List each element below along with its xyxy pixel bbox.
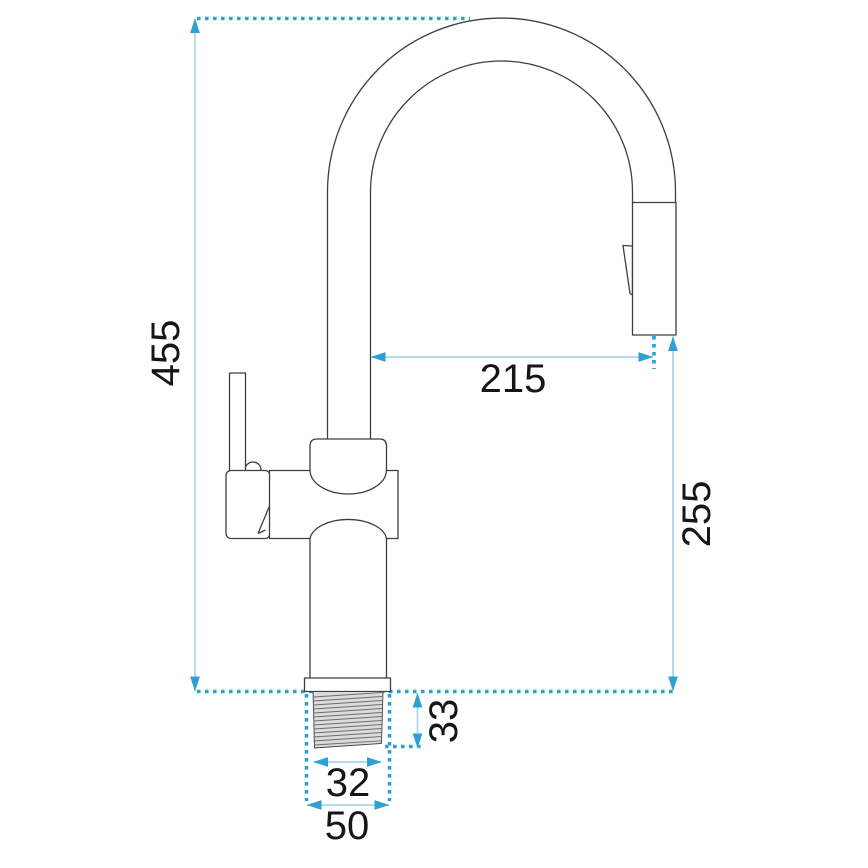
handle-detail-lines bbox=[257, 505, 271, 535]
label-shank-length: 33 bbox=[422, 699, 466, 744]
spray-head bbox=[631, 201, 677, 336]
dotted-reference-lines bbox=[197, 16, 675, 801]
label-base-width: 50 bbox=[325, 804, 370, 848]
label-spout-reach: 215 bbox=[480, 357, 547, 401]
spout-base-dome bbox=[309, 438, 388, 495]
faucet-outline bbox=[225, 17, 677, 749]
thread-hatching bbox=[313, 692, 383, 746]
handle-lever bbox=[228, 372, 247, 472]
label-overall-height: 455 bbox=[144, 320, 188, 387]
spray-head-clip bbox=[622, 244, 634, 296]
label-shank-width: 32 bbox=[326, 761, 371, 805]
dimension-arrows bbox=[190, 18, 678, 810]
gooseneck-inner-contour bbox=[369, 60, 634, 439]
riser-column bbox=[309, 538, 388, 678]
handle-base-block bbox=[225, 469, 271, 540]
gooseneck-outer-contour bbox=[326, 17, 677, 439]
dimension-labels: 455 215 255 33 32 50 bbox=[144, 320, 719, 848]
label-outlet-height: 255 bbox=[675, 481, 719, 548]
base-flange bbox=[303, 677, 392, 693]
